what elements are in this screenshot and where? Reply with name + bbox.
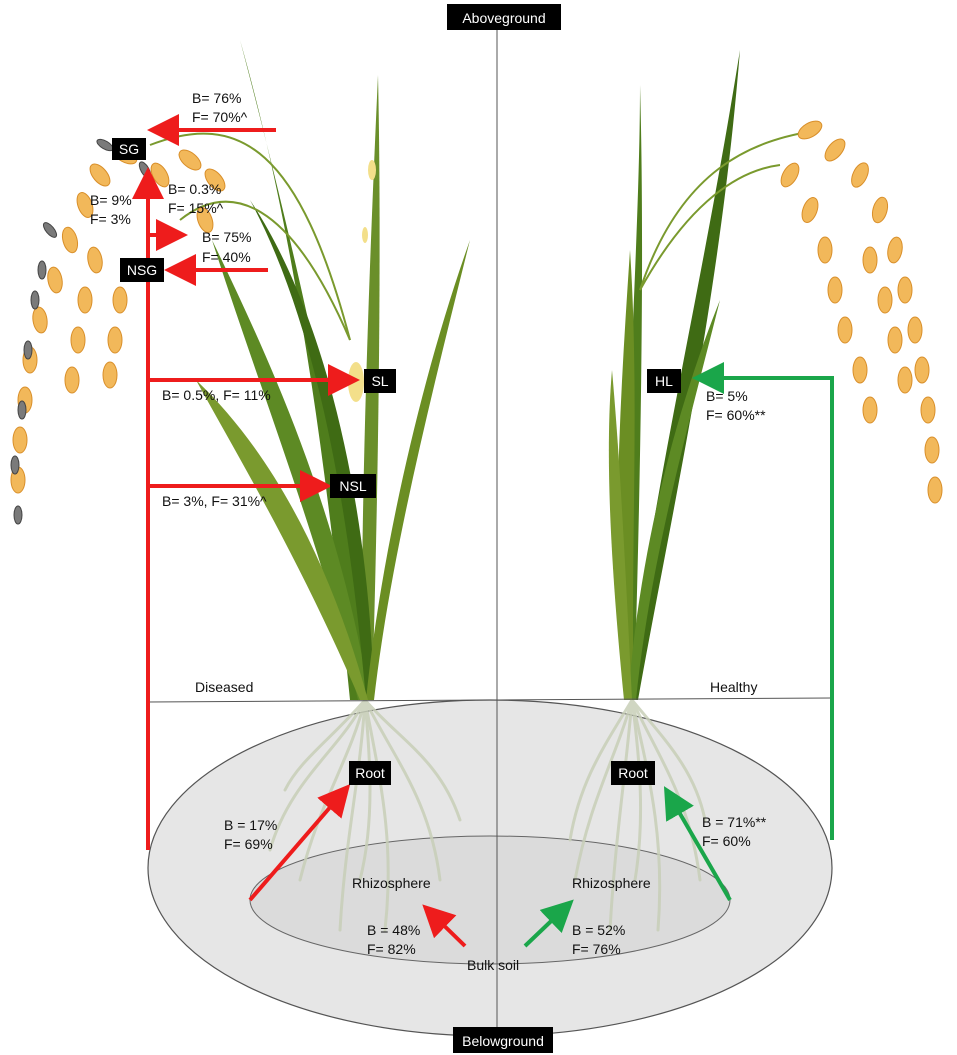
healthy-label: Healthy bbox=[710, 679, 757, 695]
rice-plant-healthy-icon bbox=[608, 50, 821, 700]
root-right-fungi-pct: F= 60% bbox=[702, 833, 751, 849]
diseased-grain-spots-icon bbox=[10, 138, 152, 525]
ground-line-left bbox=[147, 699, 498, 703]
aboveground-label: Aboveground bbox=[462, 10, 545, 26]
sg-local-bacteria-pct: B= 9% bbox=[90, 192, 132, 208]
bulk-soil-label: Bulk soil bbox=[467, 957, 519, 973]
rhizo-left-fungi-pct: F= 82% bbox=[367, 941, 416, 957]
node-hl bbox=[647, 369, 681, 393]
aboveground-box bbox=[447, 4, 561, 30]
hl-fungi-pct: F= 60%** bbox=[706, 407, 766, 423]
node-sg bbox=[112, 138, 146, 160]
diseased-arrows bbox=[132, 114, 467, 948]
node-sg-label: SG bbox=[119, 141, 139, 157]
root-left-fungi-pct: F= 69% bbox=[224, 836, 273, 852]
root-right-bacteria-pct: B = 71%** bbox=[702, 814, 767, 830]
root-system-right-icon bbox=[568, 698, 707, 932]
node-nsg-label: NSG bbox=[127, 262, 157, 278]
rhizosphere-left-label: Rhizosphere bbox=[352, 875, 431, 891]
rhizo-left-bacteria-pct: B = 48% bbox=[367, 922, 420, 938]
sg-fungi-pct: F= 70%^ bbox=[192, 109, 248, 125]
node-sl-label: SL bbox=[371, 373, 388, 389]
ground-line-right bbox=[496, 697, 833, 701]
hl-bacteria-pct: B= 5% bbox=[706, 388, 748, 404]
node-nsg bbox=[120, 258, 164, 282]
node-hl-label: HL bbox=[655, 373, 673, 389]
root-left-bacteria-pct: B = 17% bbox=[224, 817, 277, 833]
healthy-arrows bbox=[523, 362, 834, 948]
grain-panicle-healthy-icon bbox=[780, 120, 943, 504]
rice-plant-diseased-icon bbox=[149, 40, 470, 700]
sg-local-fungi-pct: F= 3% bbox=[90, 211, 131, 227]
node-root-left-label: Root bbox=[355, 765, 385, 781]
node-root-right-label: Root bbox=[618, 765, 648, 781]
sg-inflow-bacteria-pct: B= 0.3% bbox=[168, 181, 221, 197]
sl-pct: B= 0.5%, F= 11% bbox=[162, 387, 271, 403]
node-root-right bbox=[611, 761, 655, 785]
node-root-left bbox=[349, 761, 391, 785]
belowground-label: Belowground bbox=[462, 1033, 544, 1049]
rhizosphere-right-label: Rhizosphere bbox=[572, 875, 651, 891]
belowground-box bbox=[453, 1027, 553, 1053]
rhizo-right-fungi-pct: F= 76% bbox=[572, 941, 621, 957]
node-nsl-label: NSL bbox=[339, 478, 366, 494]
nsl-pct: B= 3%, F= 31%^ bbox=[162, 493, 267, 509]
root-system-left-icon bbox=[268, 698, 462, 932]
node-nsl bbox=[330, 474, 376, 498]
rhizo-right-bacteria-pct: B = 52% bbox=[572, 922, 625, 938]
nsg-fungi-pct: F= 40% bbox=[202, 249, 251, 265]
nsg-bacteria-pct: B= 75% bbox=[202, 229, 251, 245]
sg-inflow-fungi-pct: F= 15%^ bbox=[168, 200, 224, 216]
node-sl bbox=[364, 369, 396, 393]
diseased-label: Diseased bbox=[195, 679, 253, 695]
sg-bacteria-pct: B= 76% bbox=[192, 90, 241, 106]
